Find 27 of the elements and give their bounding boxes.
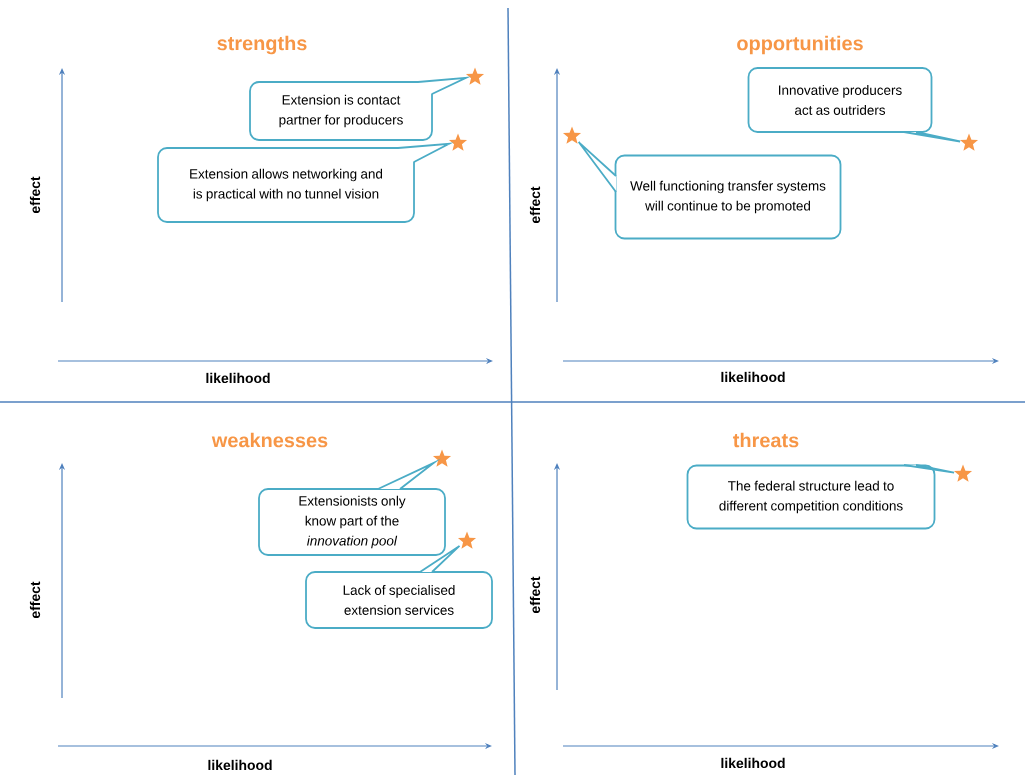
axis-label: likelihood [721, 371, 785, 383]
axis-label: likelihood [721, 757, 785, 769]
callout-tail [903, 464, 955, 474]
axis-label: effect [29, 176, 41, 214]
star-icon [448, 133, 468, 151]
callout-box: Extension allows networking and is practical with no tunnel vision [157, 147, 415, 223]
star-icon [432, 449, 452, 467]
star-icon [465, 67, 485, 85]
axis-label: effect [529, 576, 541, 614]
callout-tail [577, 141, 617, 193]
star-icon [959, 133, 979, 151]
callout-tail [419, 545, 461, 573]
callout-box: Well functioning transfer systems will continue to be promoted [614, 154, 842, 240]
callout-box: Innovative producers act as outriders [747, 67, 933, 133]
callout-tail [397, 142, 454, 163]
callout-tail [903, 131, 962, 143]
star-icon [953, 464, 973, 482]
axis-label: likelihood [206, 372, 270, 384]
callout-tail [377, 458, 441, 490]
callout-tail [417, 76, 471, 95]
axis-label: effect [29, 581, 41, 619]
axis-label: likelihood [208, 759, 272, 771]
quadrant-title: strengths [217, 35, 307, 55]
axis-label: effect [529, 186, 541, 224]
star-icon [562, 126, 582, 144]
star-icon [457, 531, 477, 549]
quadrant-title: weaknesses [211, 432, 328, 448]
